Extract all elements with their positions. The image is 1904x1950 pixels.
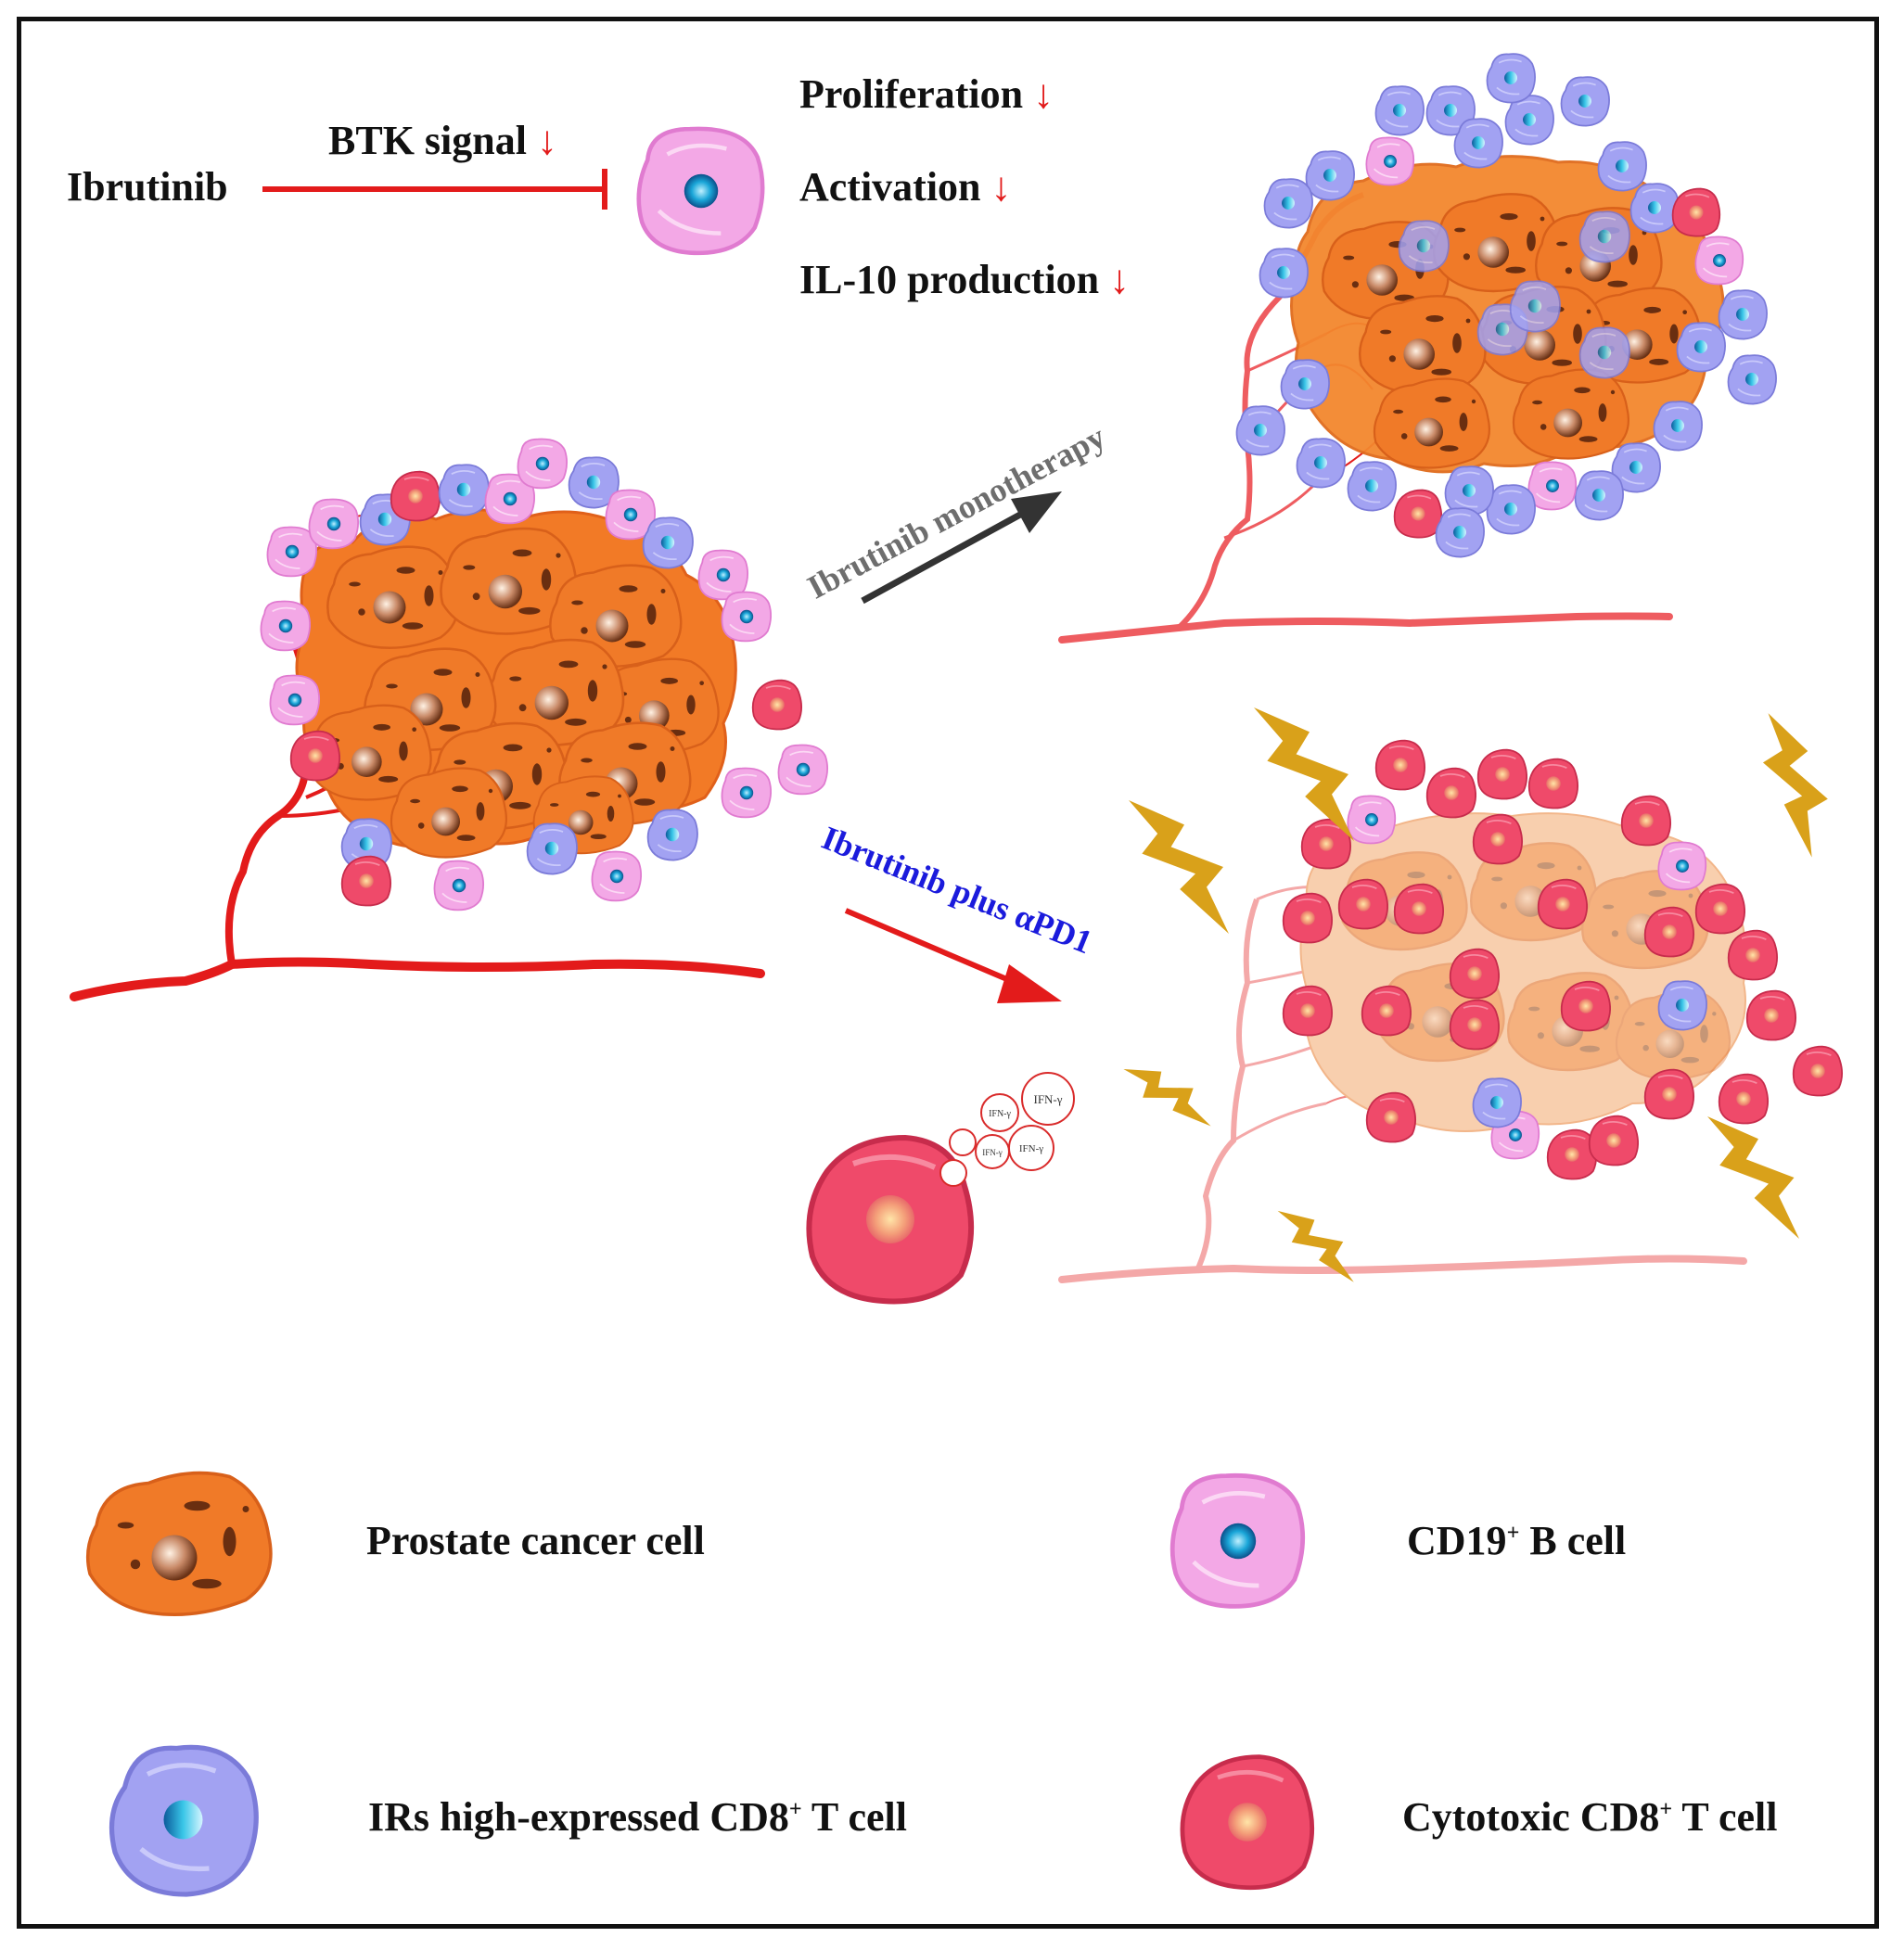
legend-ir-t-cell-label: IRs high-expressed CD8+ T cell bbox=[368, 1794, 907, 1840]
legend-cytotoxic-t-cell-icon bbox=[1182, 1757, 1312, 1888]
legend-ir-t-cell-icon bbox=[112, 1747, 257, 1894]
legend-prostate-cell-icon bbox=[85, 1471, 273, 1617]
effect-il10-text: IL-10 production bbox=[799, 257, 1100, 302]
legend-prostate-label: Prostate cancer cell bbox=[366, 1518, 705, 1563]
svg-text:IFN-γ: IFN-γ bbox=[989, 1109, 1011, 1119]
effect-proliferation-text: Proliferation bbox=[799, 71, 1024, 117]
effect-activation: Activation ↓ bbox=[799, 167, 1012, 208]
btk-signal-text: BTK signal bbox=[328, 118, 527, 163]
legend-cytotoxic-t-cell-label: Cytotoxic CD8+ T cell bbox=[1402, 1794, 1778, 1840]
combination-arrow bbox=[844, 908, 1062, 1003]
monotherapy-arrow bbox=[861, 491, 1062, 605]
svg-text:IFN-γ: IFN-γ bbox=[1033, 1092, 1062, 1106]
b-cell-icon bbox=[639, 129, 762, 253]
effect-activation-text: Activation bbox=[799, 164, 981, 210]
down-arrow-icon: ↓ bbox=[990, 164, 1012, 210]
btk-signal-label: BTK signal ↓ bbox=[328, 121, 557, 161]
down-arrow-icon: ↓ bbox=[1109, 257, 1131, 302]
combination-tumor bbox=[1058, 739, 1844, 1283]
down-arrow-icon: ↓ bbox=[536, 118, 557, 163]
monotherapy-tumor bbox=[1058, 53, 1777, 644]
effect-il10: IL-10 production ↓ bbox=[799, 260, 1130, 300]
untreated-tumor bbox=[70, 438, 829, 1001]
legend-b-cell-icon bbox=[1172, 1475, 1302, 1606]
ibrutinib-label: Ibrutinib bbox=[67, 164, 228, 210]
down-arrow-icon: ↓ bbox=[1033, 71, 1054, 117]
svg-text:IFN-γ: IFN-γ bbox=[982, 1148, 1002, 1157]
cytokine-release: IFN-γ IFN-γ IFN-γ IFN-γ bbox=[809, 1072, 1075, 1301]
svg-text:IFN-γ: IFN-γ bbox=[1019, 1143, 1043, 1154]
legend-b-cell-label: CD19+ B cell bbox=[1407, 1518, 1627, 1563]
effect-proliferation: Proliferation ↓ bbox=[799, 74, 1054, 115]
